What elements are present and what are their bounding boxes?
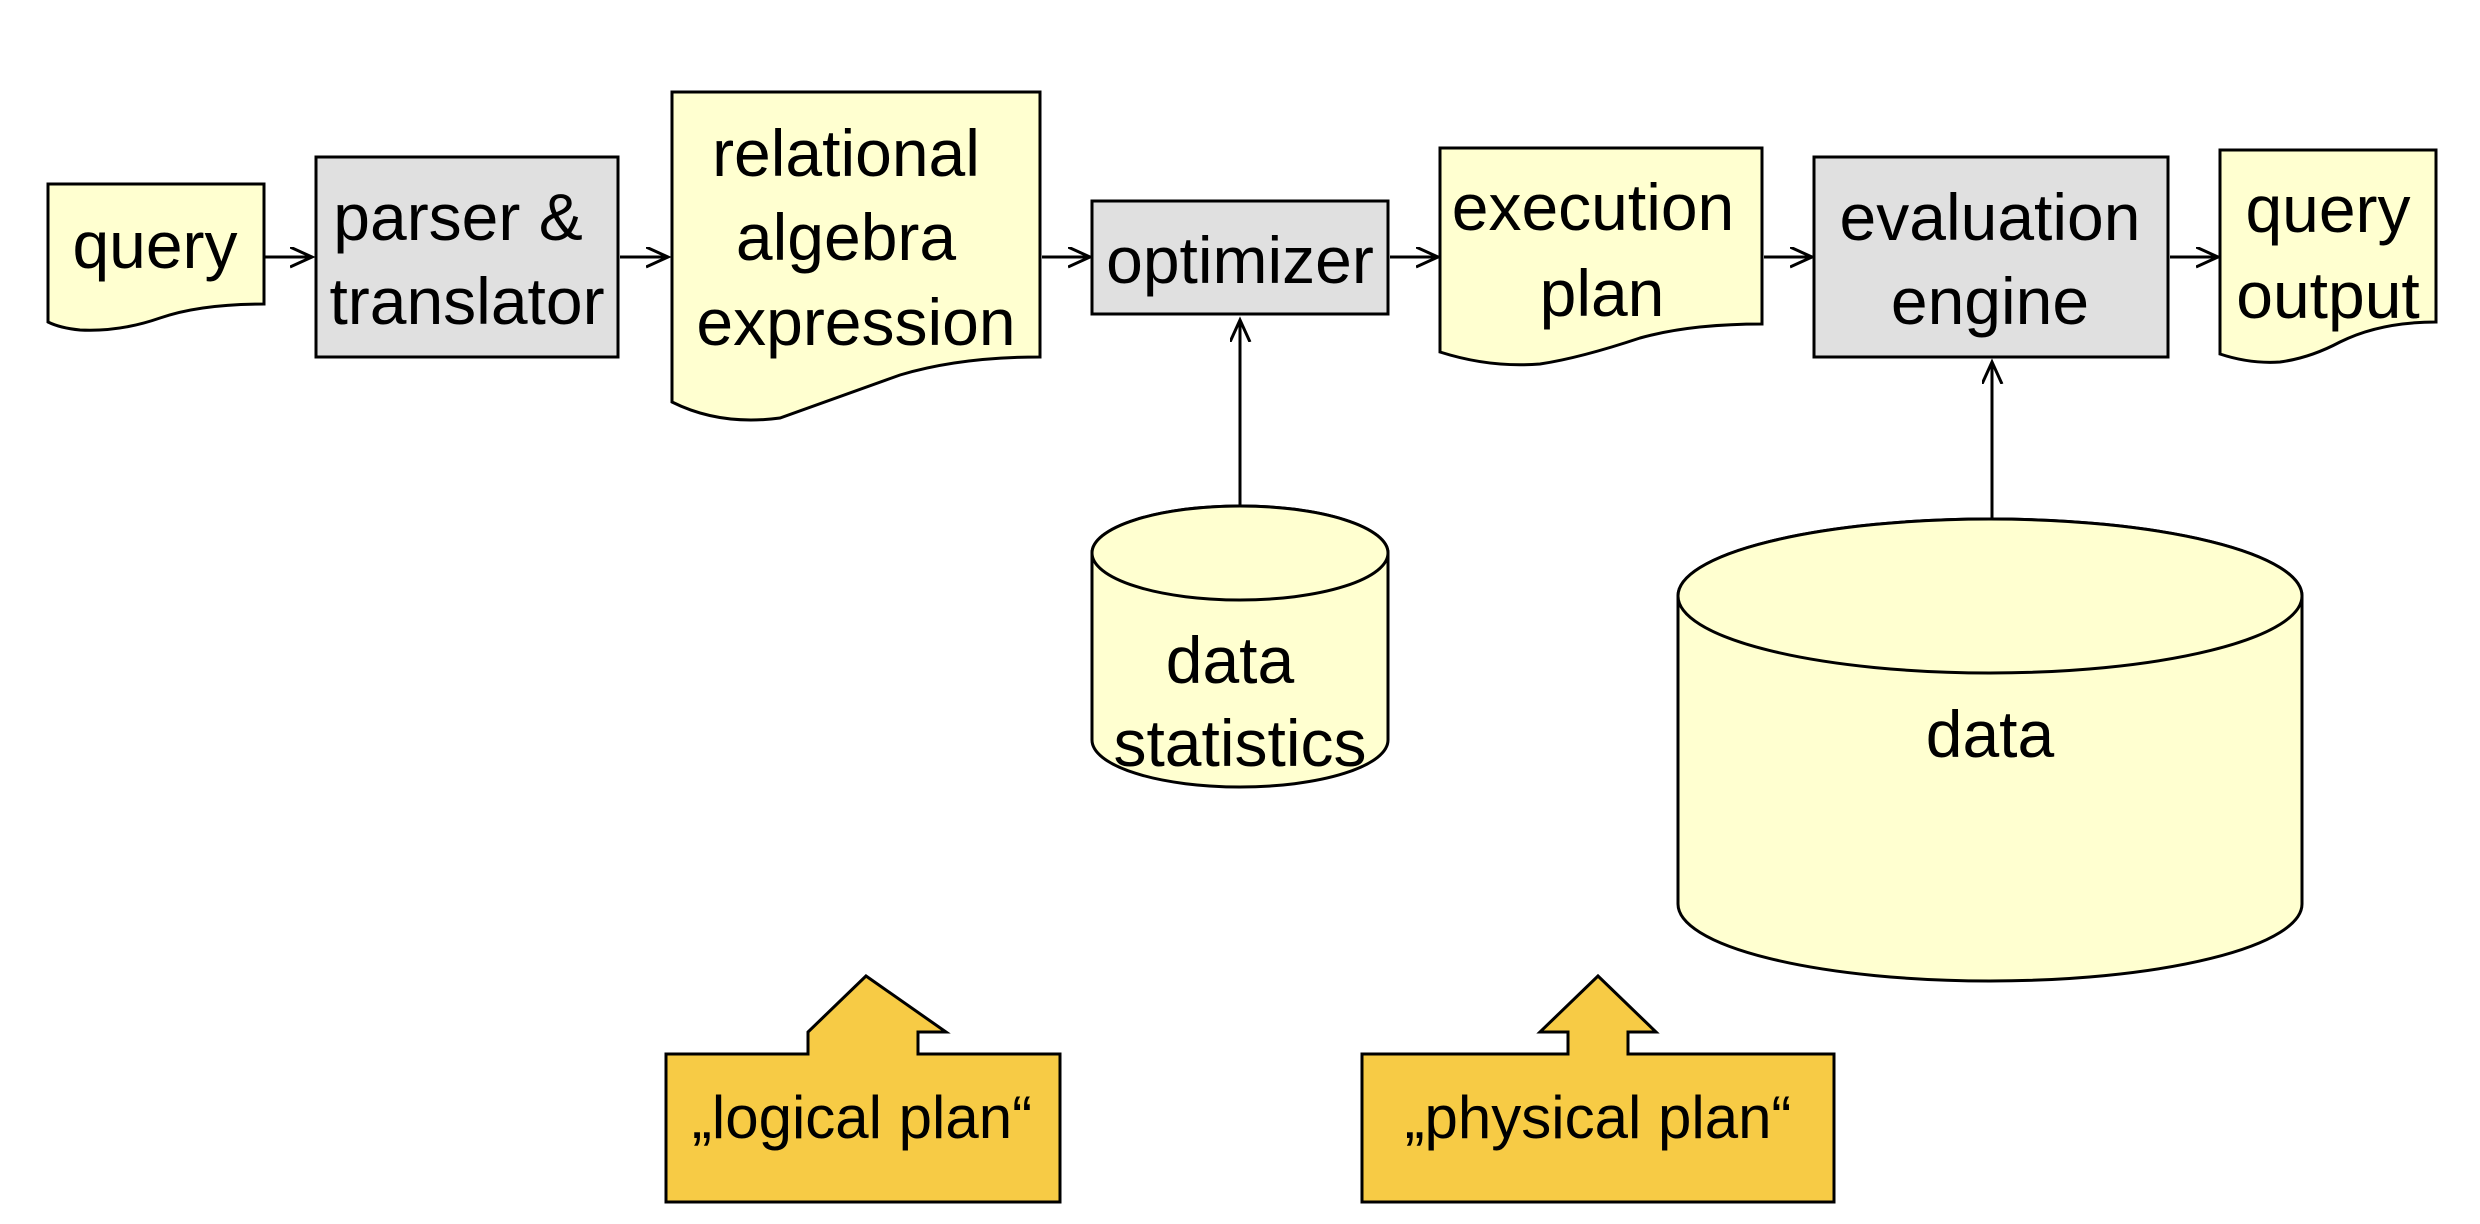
process-box xyxy=(1090,199,1390,316)
query-output-label-line-1: query xyxy=(2245,172,2410,246)
query-label: query xyxy=(72,208,237,282)
node-evaluation-engine: evaluation engine xyxy=(1812,155,2170,359)
node-query: query xyxy=(46,182,266,332)
callout-arrow-shape xyxy=(1360,973,1836,1204)
algebra-label-line-3: expression xyxy=(696,285,1015,359)
physical-plan-label: „physical plan“ xyxy=(1405,1084,1792,1151)
execution-plan-label-line-2: plan xyxy=(1540,256,1665,330)
execution-plan-label-line-1: execution xyxy=(1452,170,1735,244)
evaluation-engine-label-line-2: engine xyxy=(1891,264,2089,338)
parser-translator-label-line-2: translator xyxy=(329,264,604,338)
node-execution-plan: execution plan xyxy=(1438,146,1764,367)
cylinder-top xyxy=(1676,517,2304,675)
node-relational-algebra-expression: relational algebra expression xyxy=(670,90,1042,422)
node-optimizer: optimizer xyxy=(1090,199,1390,316)
cylinder-top xyxy=(1090,504,1390,602)
query-output-label-line-2: output xyxy=(2236,258,2420,332)
parser-translator-label-line-1: parser & xyxy=(333,180,582,254)
document-shape xyxy=(1438,146,1764,367)
document-shape xyxy=(46,182,266,332)
document-shape xyxy=(670,90,1042,422)
node-query-output: query output xyxy=(2218,148,2438,364)
data-statistics-label-line-1: data xyxy=(1166,623,1295,697)
callout-arrow-shape xyxy=(664,974,1062,1204)
data-label: data xyxy=(1926,697,2055,771)
process-box xyxy=(314,155,620,359)
node-data-statistics: data statistics xyxy=(1090,504,1390,789)
callout-logical-plan: „logical plan“ xyxy=(664,974,1062,1204)
process-box xyxy=(1812,155,2170,359)
callout-physical-plan: „physical plan“ xyxy=(1360,973,1836,1204)
node-parser-translator: parser & translator xyxy=(314,155,620,359)
node-data: data xyxy=(1676,517,2304,983)
document-shape xyxy=(2218,148,2438,364)
optimizer-label: optimizer xyxy=(1106,223,1374,297)
algebra-label-line-1: relational xyxy=(712,116,980,190)
data-statistics-label-line-2: statistics xyxy=(1113,706,1366,780)
edges xyxy=(264,257,2218,520)
evaluation-engine-label-line-1: evaluation xyxy=(1840,180,2141,254)
algebra-label-line-2: algebra xyxy=(736,200,956,274)
logical-plan-label: „logical plan“ xyxy=(692,1084,1032,1151)
